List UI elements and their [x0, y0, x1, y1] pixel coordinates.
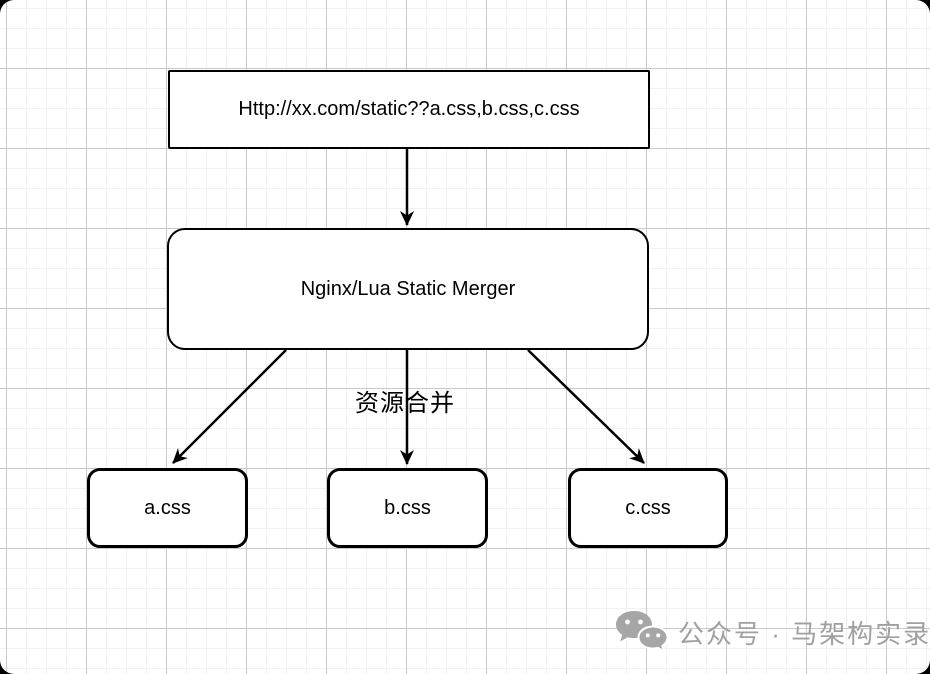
watermark: 公众号 · 马架构实录	[614, 610, 930, 654]
arrow-merger-to-c	[527, 349, 645, 464]
css-node-a: a.css	[87, 468, 248, 548]
css-node-c-label: c.css	[625, 496, 671, 519]
css-node-c: c.css	[568, 468, 728, 548]
edge-label-merge: 资源合并	[355, 390, 455, 417]
css-node-b-label: b.css	[384, 496, 431, 519]
css-node-b: b.css	[327, 468, 488, 548]
merger-node: Nginx/Lua Static Merger	[167, 228, 649, 350]
url-node: Http://xx.com/static??a.css,b.css,c.css	[168, 70, 650, 149]
css-node-a-label: a.css	[144, 496, 191, 519]
watermark-text: 公众号 · 马架构实录	[678, 618, 930, 649]
merger-node-label: Nginx/Lua Static Merger	[300, 277, 516, 300]
url-node-label: Http://xx.com/static??a.css,b.css,c.css	[238, 98, 580, 120]
arrow-merger-to-a	[172, 349, 287, 464]
wechat-icon	[616, 611, 668, 654]
